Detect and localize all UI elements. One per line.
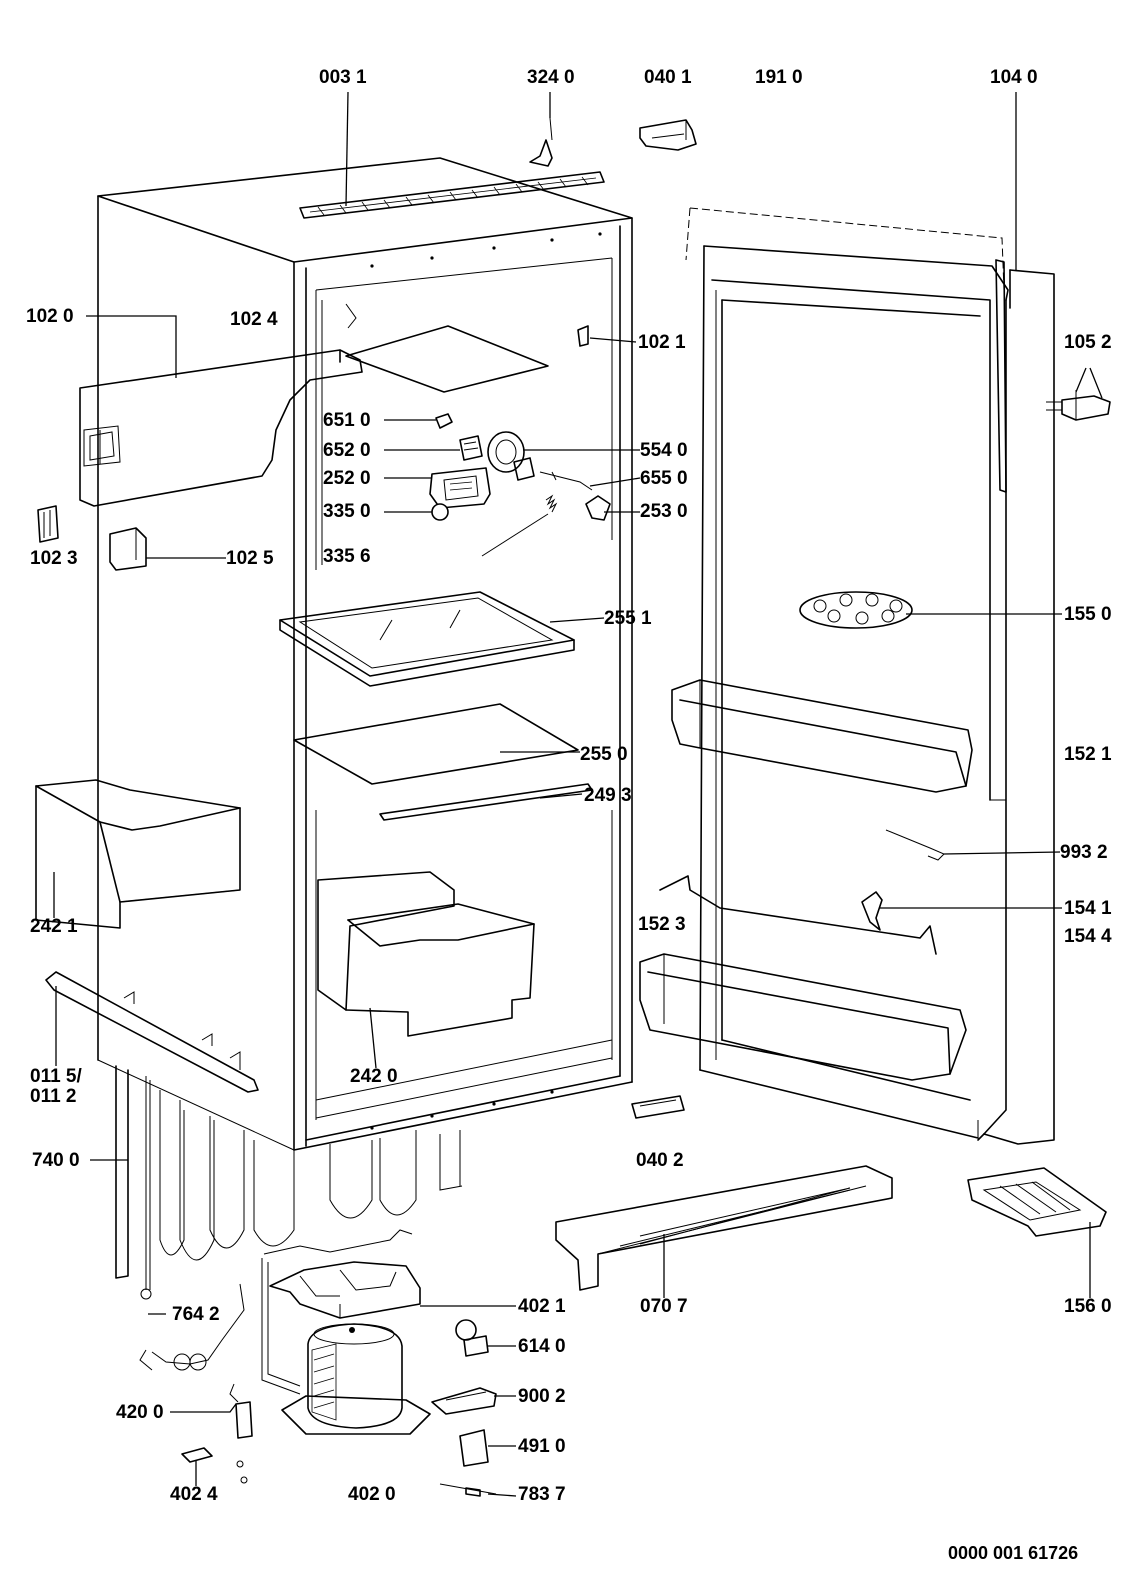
label-154-4: 154 4 (1064, 926, 1112, 947)
clip-102-3 (37, 505, 59, 543)
thermostat-assembly (429, 413, 611, 557)
label-335-0: 335 0 (323, 501, 371, 522)
clip-402-4 (181, 1447, 248, 1484)
bottle-rail (659, 875, 937, 955)
label-993-2: 993 2 (1060, 842, 1108, 863)
label-070-7: 070 7 (640, 1296, 688, 1317)
label-740-0: 740 0 (32, 1150, 80, 1171)
label-154-1: 154 1 (1064, 898, 1112, 919)
kickplate (555, 1165, 893, 1291)
label-554-0: 554 0 (640, 440, 688, 461)
label-003-1: 003 1 (319, 67, 367, 88)
label-242-0: 242 0 (350, 1066, 398, 1087)
label-255-0: 255 0 (580, 744, 628, 765)
freezer-flap (79, 349, 363, 507)
cover-102-5 (109, 527, 147, 571)
label-614-0: 614 0 (518, 1336, 566, 1357)
part-783-7 (439, 1483, 497, 1497)
cabinet-body (97, 157, 633, 1151)
leader-lines (53, 91, 1091, 1497)
label-249-3: 249 3 (584, 785, 632, 806)
egg-tray (799, 591, 913, 629)
label-764-2: 764 2 (172, 1304, 220, 1325)
glass-plate (293, 703, 579, 785)
label-420-0: 420 0 (116, 1402, 164, 1423)
condenser-coil (115, 1065, 463, 1300)
label-104-0: 104 0 (990, 67, 1038, 88)
door-shelf-lower (639, 953, 967, 1081)
label-102-3: 102 3 (30, 548, 78, 569)
compressor-group (139, 1229, 431, 1435)
shelf-strip (379, 783, 593, 821)
label-156-0: 156 0 (1064, 1296, 1112, 1317)
lower-hinge (631, 1095, 685, 1119)
label-335-6: 335 6 (323, 546, 371, 567)
lamp-part (861, 891, 883, 931)
glass-shelf-framed (279, 591, 575, 687)
ice-tray (967, 1167, 1107, 1237)
label-783-7: 783 7 (518, 1484, 566, 1505)
label-655-0: 655 0 (640, 468, 688, 489)
label-491-0: 491 0 (518, 1436, 566, 1457)
label-152-1: 152 1 (1064, 744, 1112, 765)
door-part-993 (885, 829, 945, 861)
door (685, 207, 1055, 1145)
right-hinge (1046, 367, 1111, 421)
label-900-2: 900 2 (518, 1386, 566, 1407)
label-402-4: 402 4 (170, 1484, 218, 1505)
part-900-2 (431, 1387, 497, 1415)
label-255-1: 255 1 (604, 608, 652, 629)
label-155-0: 155 0 (1064, 604, 1112, 625)
part-491-0 (459, 1429, 489, 1467)
label-102-1: 102 1 (638, 332, 686, 353)
label-242-1: 242 1 (30, 916, 78, 937)
label-102-0: 102 0 (26, 306, 74, 327)
label-402-0: 402 0 (348, 1484, 396, 1505)
label-011-5: 011 5/ (30, 1066, 82, 1087)
top-trim-strip (299, 171, 605, 219)
label-105-2: 105 2 (1064, 332, 1112, 353)
label-102-5: 102 5 (226, 548, 274, 569)
label-011-2: 011 2 (30, 1086, 77, 1107)
label-253-0: 253 0 (640, 501, 688, 522)
capacitor (229, 1383, 253, 1439)
label-402-1: 402 1 (518, 1296, 566, 1317)
clip-324 (529, 117, 553, 167)
crisper-box-left (35, 779, 241, 929)
label-040-1: 040 1 (644, 67, 692, 88)
label-652-0: 652 0 (323, 440, 371, 461)
label-152-3: 152 3 (638, 914, 686, 935)
upper-hinge (639, 119, 697, 151)
clip-102-1 (577, 325, 589, 347)
relay (455, 1319, 489, 1357)
freezer-shelf-plate (345, 303, 549, 393)
crisper-box-right (317, 871, 535, 1037)
bottom-rail (45, 971, 259, 1093)
document-code: 0000 001 61726 (948, 1543, 1079, 1563)
label-102-4: 102 4 (230, 309, 278, 330)
label-252-0: 252 0 (323, 468, 371, 489)
label-651-0: 651 0 (323, 410, 371, 431)
door-shelf-upper (671, 679, 973, 793)
label-040-2: 040 2 (636, 1150, 684, 1171)
label-324-0: 324 0 (527, 67, 575, 88)
label-191-0: 191 0 (755, 67, 803, 88)
